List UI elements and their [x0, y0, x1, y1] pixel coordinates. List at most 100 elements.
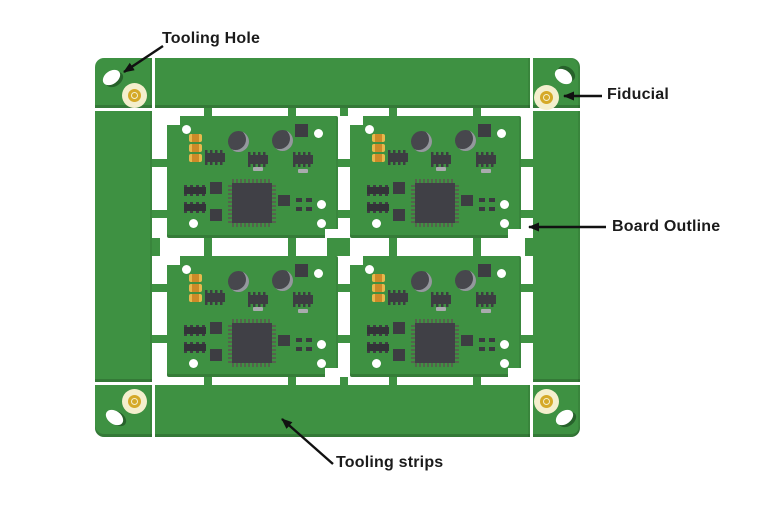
mounting-hole [182, 265, 191, 274]
qfp-chip [228, 179, 276, 227]
breakout-tab [288, 238, 296, 256]
electrolytic-capacitor [272, 270, 293, 291]
routed-corner-notch [325, 368, 338, 377]
mounting-hole [500, 200, 509, 209]
mounting-hole [317, 340, 326, 349]
smd-component [210, 322, 222, 334]
breakout-tab [288, 377, 296, 385]
smd-ic [367, 325, 389, 336]
smd-component [461, 335, 473, 346]
smd-component [393, 322, 405, 334]
fiducial-top-left [122, 83, 147, 108]
fiducial-dot [544, 95, 549, 100]
smd-ic [367, 202, 389, 213]
breakout-tab [521, 210, 533, 218]
mounting-hole [317, 359, 326, 368]
smd-component [393, 349, 405, 361]
soic-ic [205, 150, 225, 165]
soic-ic [205, 290, 225, 305]
smd-ic [367, 342, 389, 353]
routed-corner-notch [325, 229, 338, 238]
routed-corner-notch [167, 116, 180, 125]
electrolytic-capacitor [455, 270, 476, 291]
mounting-hole [317, 200, 326, 209]
smd-ic [184, 342, 206, 353]
routed-corner-notch [167, 256, 180, 265]
tantalum-capacitor [189, 294, 202, 302]
soic-ic [248, 152, 268, 167]
pcb-board-1 [167, 116, 338, 238]
mounting-hole [182, 125, 191, 134]
breakout-tab [338, 159, 350, 167]
tantalum-capacitor [189, 274, 202, 282]
tooling-strip-right [533, 111, 580, 382]
smd-component [278, 195, 290, 206]
tantalum-capacitor [189, 144, 202, 152]
electrolytic-capacitor [411, 131, 432, 152]
fiducial-bottom-right [534, 389, 559, 414]
fiducial-ring [540, 91, 553, 104]
breakout-tab [389, 238, 397, 256]
label-fiducial: Fiducial [607, 86, 670, 103]
smd-resistor [481, 169, 491, 173]
mounting-hole [314, 129, 323, 138]
mounting-hole [500, 340, 509, 349]
breakout-tab [152, 238, 160, 256]
tooling-strip-top [155, 58, 530, 108]
smd-resistor [253, 167, 263, 171]
qfp-chip [228, 319, 276, 367]
smd-component [295, 264, 308, 277]
fiducial-dot [132, 93, 137, 98]
pcb-board-3 [167, 256, 338, 377]
soic-ic [476, 152, 496, 167]
connector-pads [479, 198, 495, 216]
connector-pads [479, 338, 495, 356]
soic-ic [388, 290, 408, 305]
breakout-tab [473, 108, 481, 116]
fiducial-top-right [534, 85, 559, 110]
tantalum-capacitor [189, 134, 202, 142]
mounting-hole [365, 265, 374, 274]
tantalum-capacitor [372, 284, 385, 292]
smd-ic [367, 185, 389, 196]
mounting-hole [500, 359, 509, 368]
label-board-outline: Board Outline [612, 218, 721, 235]
breakout-tab [204, 377, 212, 385]
smd-component [210, 349, 222, 361]
soic-ic [431, 152, 451, 167]
breakout-tab [338, 335, 350, 343]
fiducial-dot [132, 399, 137, 404]
smd-ic [184, 185, 206, 196]
electrolytic-capacitor [272, 130, 293, 151]
smd-resistor [436, 307, 446, 311]
fiducial-ring [540, 395, 553, 408]
smd-component [478, 264, 491, 277]
breakout-tab [473, 377, 481, 385]
smd-component [295, 124, 308, 137]
connector-pads [296, 198, 312, 216]
smd-component [393, 209, 405, 221]
smd-ic [184, 202, 206, 213]
routed-corner-notch [508, 229, 521, 238]
breakout-tab [473, 238, 481, 256]
tantalum-capacitor [372, 154, 385, 162]
breakout-tab [521, 335, 533, 343]
mounting-hole [497, 129, 506, 138]
label-tooling-strips: Tooling strips [336, 454, 444, 471]
fiducial-dot [544, 399, 549, 404]
soic-ic [476, 292, 496, 307]
soic-ic [293, 292, 313, 307]
breakout-tab [338, 210, 350, 218]
soic-ic [431, 292, 451, 307]
pcb-board-4 [350, 256, 521, 377]
breakout-tab [340, 377, 348, 385]
mounting-hole [372, 219, 381, 228]
soic-ic [293, 152, 313, 167]
breakout-tab [525, 238, 533, 256]
tantalum-capacitor [372, 144, 385, 152]
tantalum-capacitor [372, 274, 385, 282]
tooling-strip-bottom [155, 385, 530, 437]
mounting-hole [365, 125, 374, 134]
breakout-tab [389, 108, 397, 116]
breakout-tab [152, 210, 167, 218]
